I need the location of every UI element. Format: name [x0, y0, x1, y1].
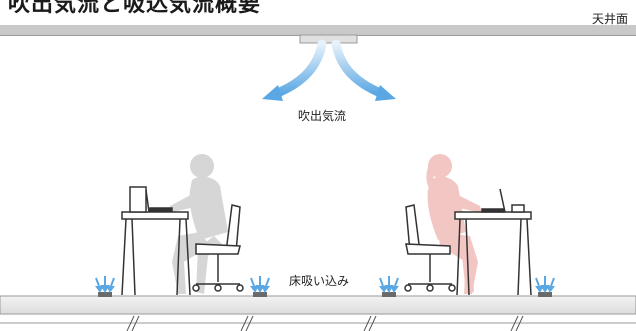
left-workstation: [121, 154, 244, 296]
floor-intake-arrows: [95, 276, 555, 293]
floor-vents: [98, 292, 552, 297]
laptop-left: [129, 186, 173, 213]
floor-slab: [0, 295, 636, 331]
desk-right: [454, 211, 532, 296]
right-workstation: [404, 154, 532, 296]
chair-right: [404, 204, 456, 292]
outlet-airflow-arrows: [262, 39, 396, 101]
person-right: [426, 154, 482, 294]
laptop-right: [481, 188, 525, 213]
desk-left: [121, 211, 191, 296]
chair-left: [192, 204, 244, 292]
floor-intake-label: 床吸い込み: [289, 274, 350, 288]
person-left: [168, 154, 228, 294]
ceiling-diffuser: [299, 34, 358, 44]
diagram-title: 吹出気流と吸込気流概要: [8, 0, 262, 17]
ceiling-label: 天井面: [591, 12, 628, 26]
outlet-airflow-label: 吹出気流: [298, 109, 347, 123]
